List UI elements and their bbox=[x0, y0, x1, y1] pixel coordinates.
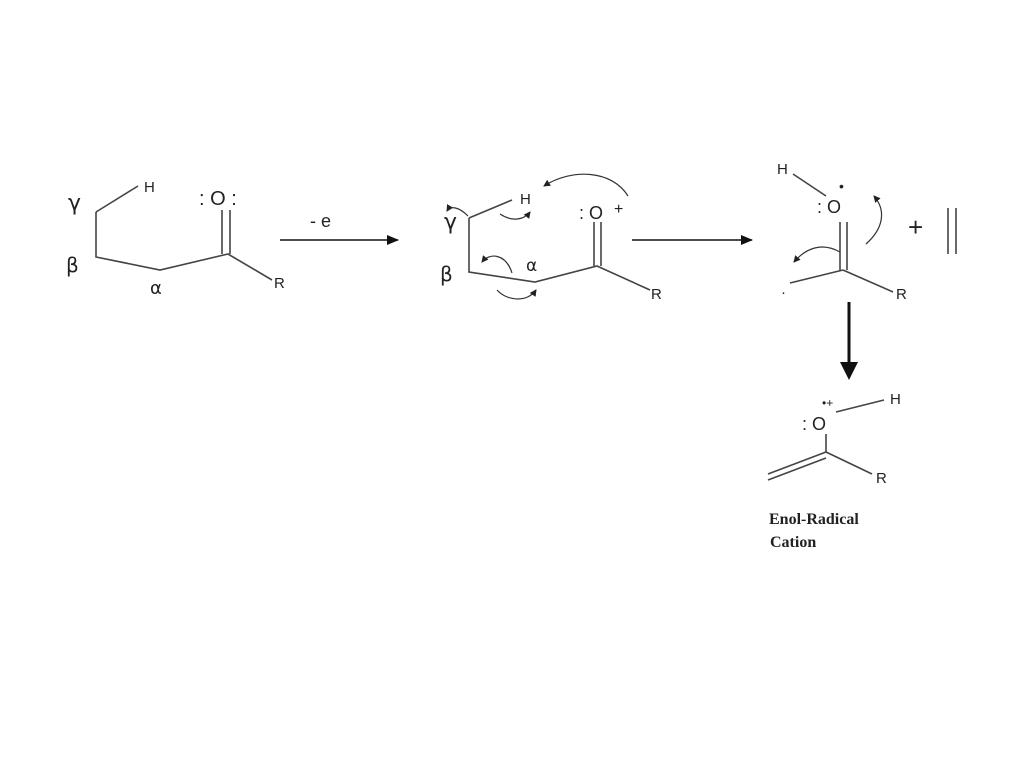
caption-line-1: Enol-Radical bbox=[769, 511, 859, 528]
hydrogen-label: H bbox=[520, 191, 531, 208]
cation-gamma-h-bond bbox=[468, 199, 513, 219]
oxygen-label: : O bbox=[817, 197, 841, 217]
alpha-label: α bbox=[526, 256, 537, 276]
structure-enol-product: : O •+ H R Enol-Radical Cation bbox=[767, 391, 901, 551]
curved-arrow-to-left bbox=[793, 246, 841, 263]
radical-dot-label: • bbox=[839, 178, 844, 194]
enol-double-bond-b bbox=[767, 457, 827, 481]
hydrogen-label: H bbox=[890, 391, 901, 408]
r-group-label: R bbox=[896, 286, 907, 303]
curved-arrow-ch-bond bbox=[499, 211, 531, 220]
arrow-ionization: - e bbox=[280, 211, 399, 245]
ketone-chain-bonds bbox=[95, 212, 273, 281]
gamma-label: γ bbox=[444, 210, 457, 235]
charge-label: + bbox=[614, 201, 623, 218]
gamma-h-bond bbox=[95, 185, 139, 213]
hydrogen-label: H bbox=[777, 161, 788, 178]
arrow-label: - e bbox=[310, 211, 331, 231]
oxygen-label: : O : bbox=[199, 188, 237, 210]
curved-arrow-alpha bbox=[496, 289, 537, 300]
caption-line-2: Cation bbox=[770, 534, 816, 551]
curved-arrow-beta bbox=[481, 255, 513, 274]
r-group-label: R bbox=[876, 470, 887, 487]
structure-intermediate: H : O • R · + bbox=[777, 161, 957, 303]
oh-bond bbox=[792, 173, 827, 197]
charge-label: •+ bbox=[822, 396, 833, 410]
structure-radical-cation: γ β α H : O + R bbox=[440, 173, 662, 303]
oxygen-label: : O bbox=[802, 414, 826, 434]
enol-double-bond-a bbox=[767, 451, 827, 475]
oxygen-label: : O bbox=[579, 203, 603, 223]
beta-label: β bbox=[66, 253, 79, 277]
intermediate-left-bond bbox=[789, 269, 844, 284]
curved-arrow-to-oxygen bbox=[865, 195, 883, 245]
alpha-label: α bbox=[150, 278, 162, 299]
curved-arrow-oxygen-to-h bbox=[543, 173, 629, 197]
plus-sign: + bbox=[908, 212, 923, 242]
enol-r-bond bbox=[825, 451, 873, 475]
cation-chain-bonds bbox=[468, 218, 651, 291]
r-group-label: R bbox=[274, 275, 285, 292]
beta-label: β bbox=[440, 262, 453, 286]
structure-ketone: γ β α H : O : R bbox=[66, 179, 285, 299]
intermediate-r-bond bbox=[842, 269, 894, 293]
hydrogen-label: H bbox=[144, 179, 155, 196]
curved-arrow-gamma bbox=[446, 204, 469, 217]
left-dot-label: · bbox=[781, 284, 786, 301]
enol-oh-bond bbox=[835, 399, 885, 413]
tautomer-arrow-head bbox=[840, 362, 858, 380]
gamma-label: γ bbox=[68, 191, 81, 216]
r-group-label: R bbox=[651, 286, 662, 303]
